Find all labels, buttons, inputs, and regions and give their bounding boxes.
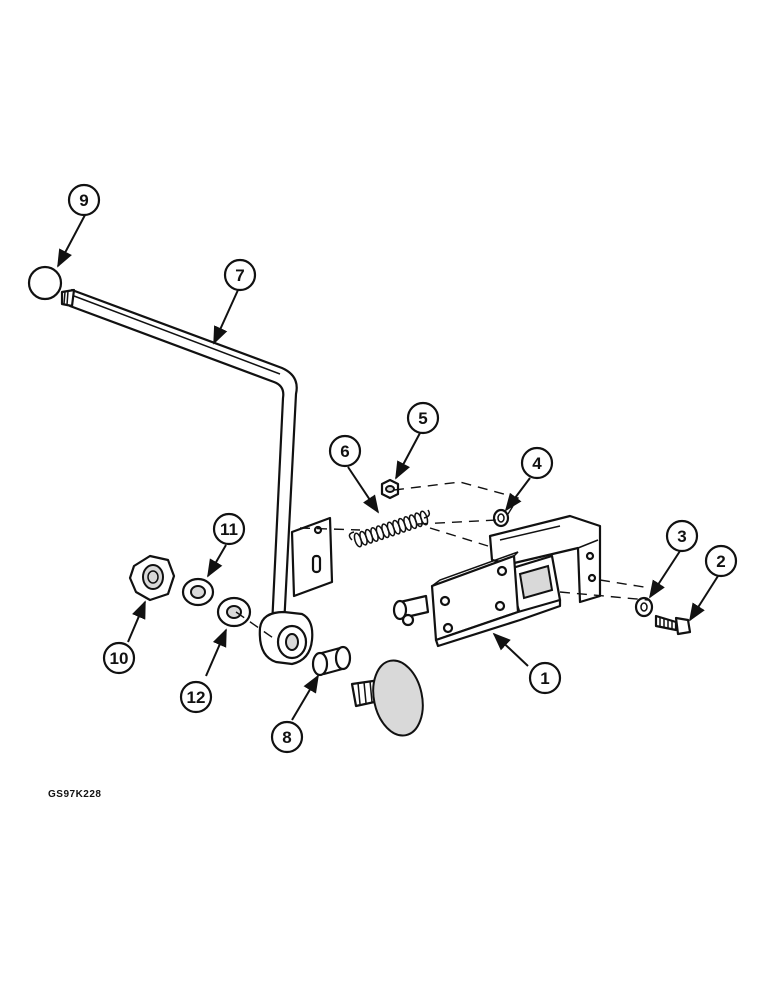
callout-12: 12 bbox=[179, 680, 213, 714]
spring-coil bbox=[419, 510, 429, 526]
callout-11: 11 bbox=[212, 512, 246, 546]
callout-3: 3 bbox=[665, 519, 699, 553]
part-bolt bbox=[654, 614, 692, 636]
part-washer-11 bbox=[181, 577, 215, 607]
part-small-nut bbox=[380, 478, 400, 500]
part-lever-plate bbox=[290, 516, 334, 598]
callout-2: 2 bbox=[704, 544, 738, 578]
callout-11-label: 11 bbox=[220, 520, 238, 539]
part-mushroom-bolt bbox=[350, 659, 424, 737]
part-washer-12 bbox=[216, 596, 252, 628]
part-large-nut bbox=[128, 554, 176, 602]
callout-2-label: 2 bbox=[716, 552, 725, 571]
part-lever-rod bbox=[60, 288, 314, 666]
callout-5: 5 bbox=[406, 401, 440, 435]
part-washer-4 bbox=[492, 508, 510, 528]
part-washer-3 bbox=[634, 596, 654, 618]
callout-8: 8 bbox=[270, 720, 304, 754]
part-knob-ball bbox=[27, 265, 63, 301]
callout-7: 7 bbox=[223, 258, 257, 292]
callout-1-label: 1 bbox=[540, 669, 549, 688]
callout-7-label: 7 bbox=[235, 266, 244, 285]
figure-code: GS97K228 bbox=[48, 789, 101, 800]
callout-12-label: 12 bbox=[187, 688, 206, 707]
callout-4: 4 bbox=[520, 446, 554, 480]
callout-6: 6 bbox=[328, 434, 362, 468]
callout-10-label: 10 bbox=[110, 649, 129, 668]
part-spring bbox=[348, 509, 431, 548]
callout-3-label: 3 bbox=[677, 527, 686, 546]
callout-9: 9 bbox=[67, 183, 101, 217]
leader-lines bbox=[57, 214, 719, 721]
callout-8-label: 8 bbox=[282, 728, 291, 747]
callout-9-label: 9 bbox=[79, 191, 88, 210]
callout-1: 1 bbox=[528, 661, 562, 695]
callout-4-label: 4 bbox=[532, 454, 542, 473]
callout-10: 10 bbox=[102, 641, 136, 675]
part-bracket-assembly bbox=[392, 514, 602, 648]
callout-6-label: 6 bbox=[340, 442, 349, 461]
part-bushing bbox=[311, 645, 352, 677]
callout-5-label: 5 bbox=[418, 409, 427, 428]
